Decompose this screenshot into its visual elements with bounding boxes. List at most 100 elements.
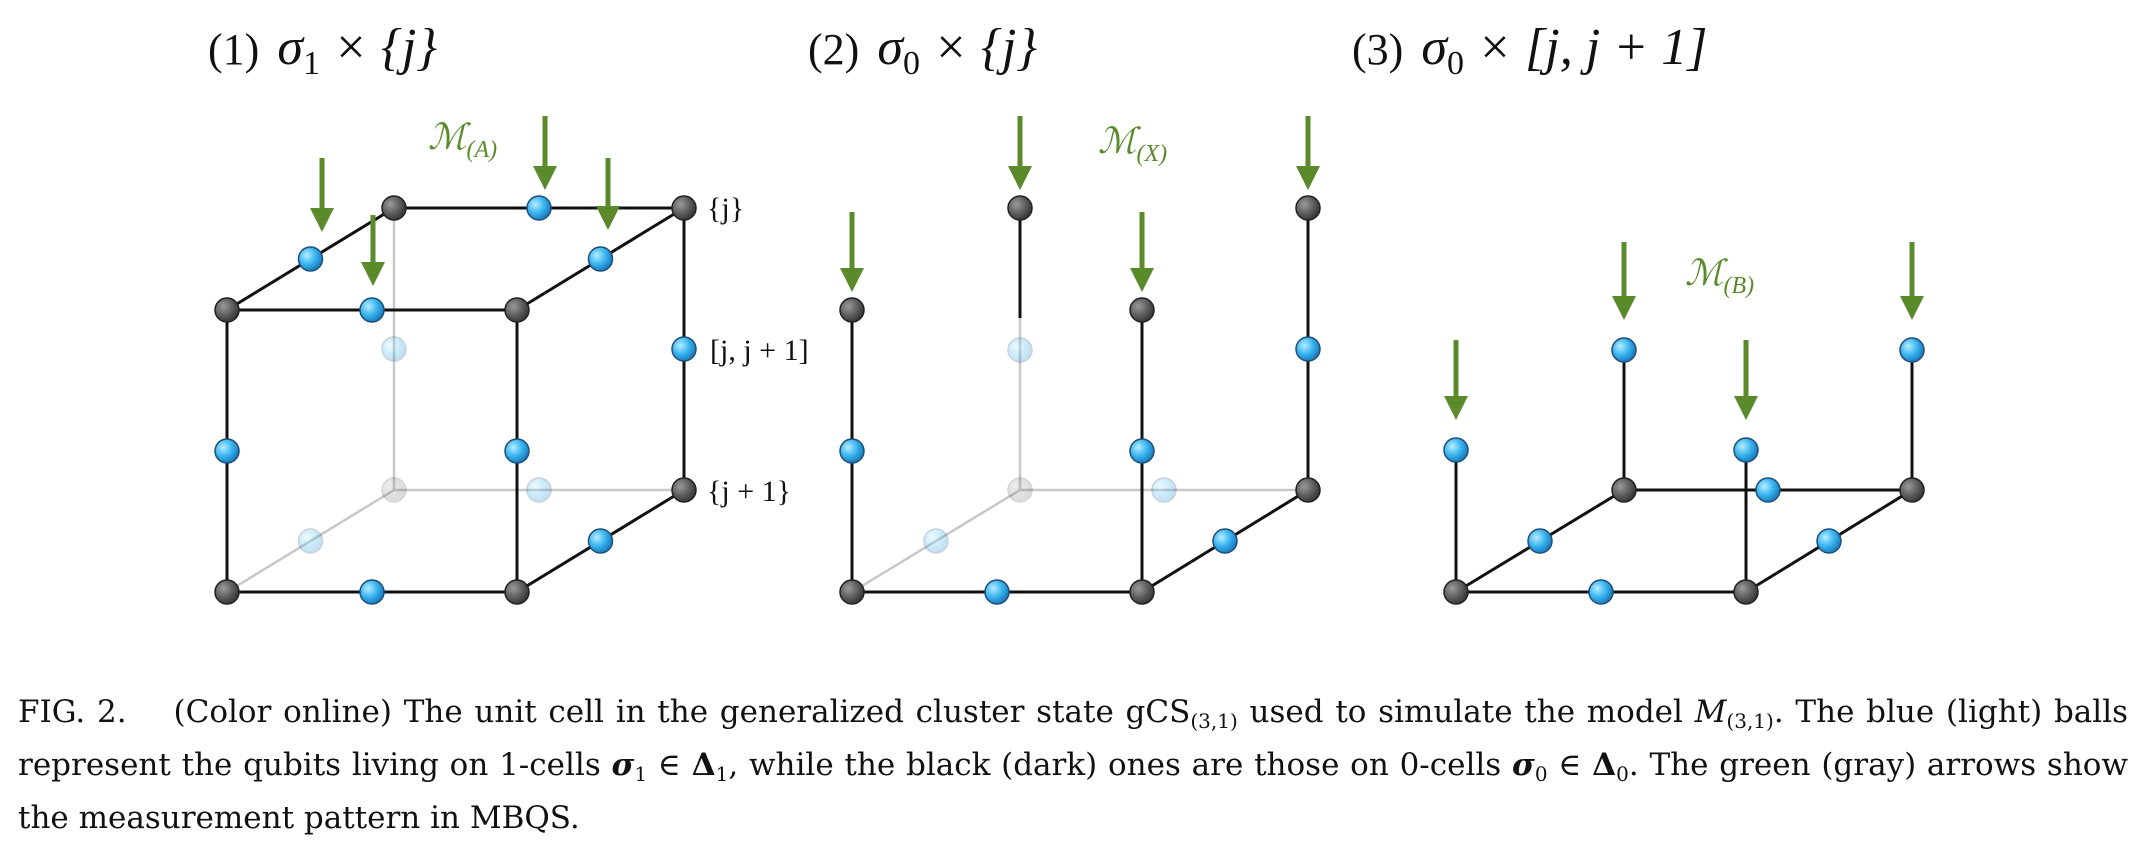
measurement-symbol: ℳ <box>1098 121 1137 161</box>
edges-layer <box>225 206 1914 594</box>
edge-qubit <box>1611 337 1637 363</box>
measurement-arrowhead <box>1612 296 1636 320</box>
vertex-qubit <box>839 579 865 605</box>
edge-qubit <box>1212 528 1238 554</box>
edge-qubit <box>214 438 240 464</box>
measurement-arrowhead <box>1444 396 1468 420</box>
edge-qubit <box>1755 477 1781 503</box>
measurement-subscript: (B) <box>1723 273 1755 299</box>
measurement-label-b: ℳ(B) <box>1685 252 1754 300</box>
caption-subscript: 0 <box>1616 762 1629 786</box>
caption-text: . The blue (light) balls represent the q… <box>18 694 2129 783</box>
measurement-arrowhead <box>1734 396 1758 420</box>
edge-qubit <box>1151 477 1177 503</box>
arrows-layer <box>310 116 1924 420</box>
measurement-arrowhead <box>361 262 385 286</box>
edge-qubit <box>923 528 949 554</box>
vertex-qubit <box>1443 579 1469 605</box>
caption-math: σ <box>611 747 635 783</box>
measurement-label-x: ℳ(X) <box>1098 120 1167 168</box>
vertex-qubit <box>1129 579 1155 605</box>
panel-rest: × [j, j + 1] <box>1463 19 1708 76</box>
level-label-mid: [j, j + 1] <box>710 334 809 367</box>
measurement-arrowhead <box>533 166 557 190</box>
caption-text: (Color online) The unit cell in the gene… <box>173 694 1191 730</box>
panel-number: (2) <box>808 25 860 74</box>
panel-3-title: (3) σ0 × [j, j + 1] <box>1352 18 1708 83</box>
caption-text: used to simulate the model <box>1237 694 1695 730</box>
caption-subscript: 0 <box>1534 762 1548 786</box>
edge-qubit <box>1733 437 1759 463</box>
edge-qubit <box>1527 528 1553 554</box>
vertex-qubit <box>504 579 530 605</box>
caption-text: , while the black (dark) ones are those … <box>728 747 1512 783</box>
edge-qubit <box>587 246 614 272</box>
vertex-qubit <box>1733 579 1759 605</box>
edge-qubit <box>1007 337 1033 363</box>
level-label-top: {j} <box>707 192 745 225</box>
panel-symbol: σ <box>1421 19 1447 76</box>
vertex-qubit <box>381 195 407 221</box>
measurement-arrowhead <box>596 206 620 230</box>
vertex-qubit <box>671 195 697 221</box>
edge-qubit <box>1129 438 1155 464</box>
caption-subscript: 1 <box>634 762 648 786</box>
figure-drawing <box>214 116 1925 605</box>
edge-qubit <box>297 246 324 272</box>
vertex-qubit <box>839 297 865 323</box>
edge-qubit <box>297 528 324 554</box>
measurement-label-a: ℳ(A) <box>428 116 497 164</box>
level-label-bottom: {j + 1} <box>707 475 792 508</box>
panel-number: (3) <box>1352 25 1404 74</box>
caption-text: ∈ <box>647 747 692 783</box>
caption-text: . The green (gray) arrows show the measu… <box>18 747 2128 836</box>
vertex-qubit <box>1295 195 1321 221</box>
measurement-symbol: ℳ <box>1685 253 1724 293</box>
vertex-qubit <box>381 477 407 503</box>
edge-qubit <box>381 336 407 362</box>
panel-rest: × {j} <box>919 19 1038 76</box>
vertex-qubit <box>1611 477 1637 503</box>
measurement-arrowhead <box>1296 166 1320 190</box>
vertex-qubit <box>671 477 697 503</box>
caption-fig-label: FIG. 2. <box>18 694 127 730</box>
caption-math: M <box>1694 694 1727 730</box>
figure-caption: FIG. 2. (Color online) The unit cell in … <box>18 690 2128 840</box>
edge-qubit <box>671 336 697 362</box>
caption-subscript: (3,1) <box>1190 709 1238 733</box>
vertex-qubit <box>504 297 530 323</box>
edge-qubit <box>526 477 552 503</box>
caption-subscript: 1 <box>715 762 729 786</box>
panel-subscript: 1 <box>302 45 320 82</box>
measurement-arrowhead <box>1008 166 1032 190</box>
vertex-qubit <box>1129 297 1155 323</box>
measurement-arrowhead <box>1900 296 1924 320</box>
panel-2-title: (2) σ0 × {j} <box>808 18 1037 83</box>
measurement-subscript: (X) <box>1136 141 1168 167</box>
edge-qubit <box>587 528 614 554</box>
measurement-arrowhead <box>840 268 864 292</box>
caption-text: ∈ <box>1547 747 1593 783</box>
edge-qubit <box>504 438 530 464</box>
measurement-symbol: ℳ <box>428 117 467 157</box>
edge-qubit <box>1899 337 1925 363</box>
panel-1-title: (1)σ1 × {j} <box>208 18 437 83</box>
caption-math: Δ <box>691 747 716 783</box>
vertex-qubit <box>1899 477 1925 503</box>
panel-number: (1) <box>208 25 260 74</box>
measurement-arrowhead <box>1130 268 1154 292</box>
panel-symbol: σ <box>277 19 303 76</box>
panel-subscript: 0 <box>1446 45 1464 82</box>
edge-qubit <box>839 438 865 464</box>
edge-qubit <box>1816 528 1842 554</box>
caption-subscript: (3,1) <box>1726 709 1774 733</box>
caption-math: σ <box>1511 747 1535 783</box>
nodes-layer <box>214 195 1925 605</box>
edge-qubit <box>1443 437 1469 463</box>
panel-subscript: 0 <box>902 45 920 82</box>
vertex-qubit <box>214 297 240 323</box>
vertex-qubit <box>1007 195 1033 221</box>
measurement-arrowhead <box>310 208 334 232</box>
panel-symbol: σ <box>877 19 903 76</box>
edge-qubit <box>526 195 552 221</box>
